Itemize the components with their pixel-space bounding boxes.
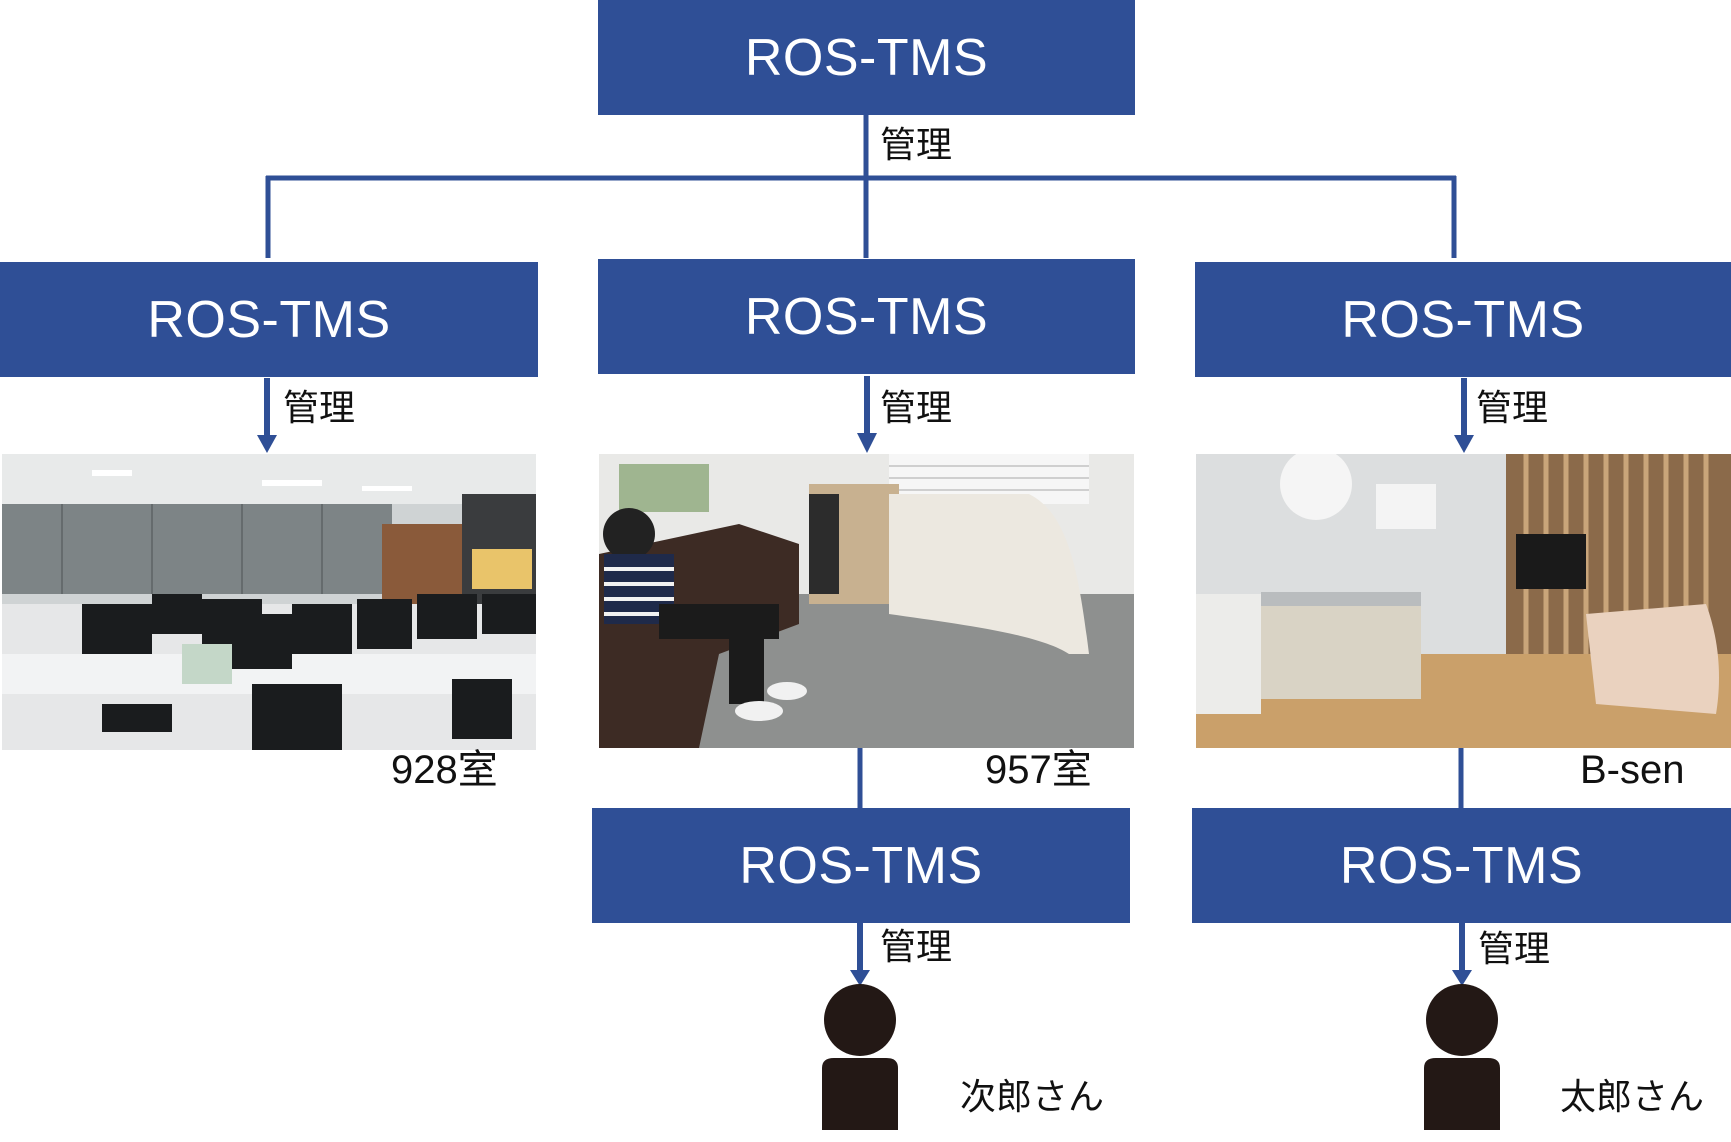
room-node-label: ROS-TMS [1341, 290, 1585, 349]
room-edge-label-928: 管理 [283, 388, 356, 429]
person-node-label: ROS-TMS [739, 836, 983, 895]
room-node-928: ROS-TMS [0, 262, 538, 377]
root-ros-tms-node: ROS-TMS [598, 0, 1135, 115]
person-edge-label-jiro: 管理 [880, 927, 953, 968]
person-name-taro: 太郎さん [1560, 1077, 1705, 1118]
person-icon [822, 984, 898, 1130]
person-name-jiro: 次郎さん [960, 1077, 1105, 1118]
root-node-label: ROS-TMS [744, 28, 989, 87]
room-edge-label-bsen: 管理 [1476, 388, 1549, 429]
room-caption-957: 957室 [985, 748, 1092, 792]
room-caption-bsen: B-sen [1580, 748, 1685, 792]
arrow-to-office [257, 435, 277, 453]
office-room-photo [2, 454, 536, 750]
person-node-jiro: ROS-TMS [592, 808, 1130, 923]
room-edge-label-957: 管理 [880, 388, 953, 429]
person-icon [1424, 984, 1500, 1130]
person-node-taro: ROS-TMS [1192, 808, 1731, 923]
person-edge-label-taro: 管理 [1478, 929, 1551, 970]
arrow-to-kitchen [1454, 435, 1474, 453]
kitchen-bedroom-photo [1196, 454, 1731, 748]
room-node-label: ROS-TMS [744, 287, 989, 346]
arrow-to-person-taro [1452, 970, 1472, 986]
room-caption-928: 928室 [391, 748, 498, 792]
room-node-label: ROS-TMS [147, 290, 391, 349]
room-node-957: ROS-TMS [598, 259, 1135, 374]
person-node-label: ROS-TMS [1339, 836, 1584, 895]
arrow-to-person-jiro [850, 970, 870, 986]
arrow-to-bedroom [857, 433, 877, 453]
root-edge-label: 管理 [880, 125, 953, 166]
room-node-bsen: ROS-TMS [1195, 262, 1731, 377]
bedroom-with-person-photo [599, 454, 1134, 748]
